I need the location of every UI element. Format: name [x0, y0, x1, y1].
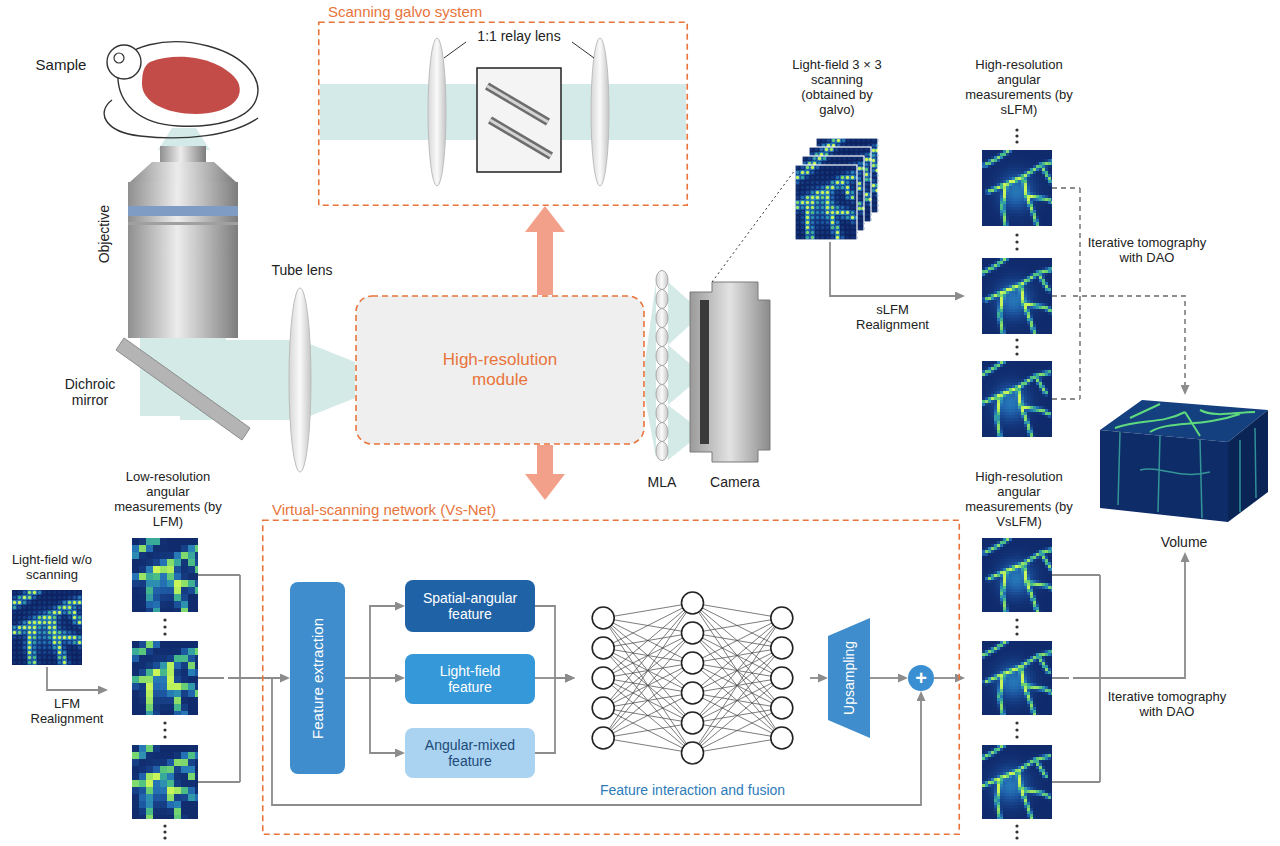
canvas: Scanning galvo systemHigh-resolution mod…: [0, 0, 1280, 846]
